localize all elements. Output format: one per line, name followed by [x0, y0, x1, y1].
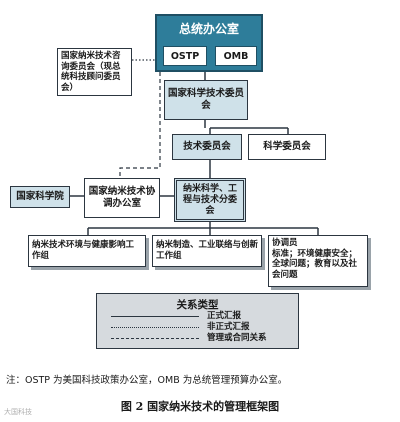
nstc-box: 国家科学技术委员会: [164, 80, 248, 120]
legend: 关系类型 正式汇报 非正式汇报 管理或合同关系: [96, 293, 299, 349]
legend-label-informal: 非正式汇报: [207, 322, 250, 332]
coordinator-box: 协调员 标准；环境健康安全；全球问题；教育以及社会问题: [268, 235, 368, 287]
ostp-box: OSTP: [163, 46, 207, 66]
nili-working-group-box: 纳米制造、工业联络与创新工作组: [152, 235, 262, 267]
legend-line-solid: [111, 316, 199, 317]
legend-label-formal: 正式汇报: [207, 311, 242, 321]
line-exec-to-nnco: [119, 72, 161, 178]
legend-title: 关系类型: [176, 299, 219, 311]
legend-label-management: 管理或合同关系: [207, 333, 267, 343]
omb-box: OMB: [215, 46, 257, 66]
coordinator-text: 标准；环境健康安全；全球问题；教育以及社会问题: [272, 248, 358, 280]
legend-line-dashed: [111, 338, 199, 339]
nnco-box: 国家纳米技术协调办公室: [84, 178, 160, 218]
nehi-working-group-box: 纳米技术环境与健康影响工作组: [28, 235, 146, 267]
watermark: 大国科技: [4, 408, 32, 416]
national-academy-box: 国家科学院: [10, 186, 70, 208]
tech-committee-box: 技术委员会: [172, 134, 242, 160]
footnote: 注：OSTP 为美国科技政策办公室，OMB 为总统管理预算办公室。: [6, 375, 288, 386]
nset-box: 纳米科学、工程与技术分委会: [174, 178, 246, 222]
figure-caption: 图 2 国家纳米技术的管理框架图: [120, 400, 280, 413]
science-committee-box: 科学委员会: [248, 134, 326, 160]
exec-office-box: 总统办公室 OSTP OMB: [155, 14, 263, 72]
pcast-box: 国家纳米技术咨询委员会（现总统科技顾问委员会）: [57, 48, 132, 96]
coordinator-title: 协调员: [272, 238, 298, 248]
exec-office-title: 总统办公室: [178, 22, 239, 36]
legend-line-dotted: [111, 327, 199, 328]
